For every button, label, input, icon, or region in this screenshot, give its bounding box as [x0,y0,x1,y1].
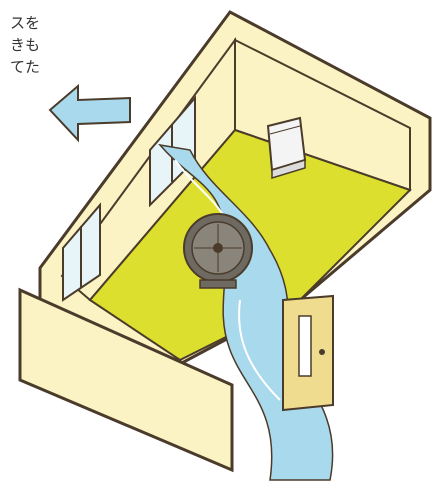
door-icon [283,296,333,410]
caption-line: スを [4,12,40,34]
air-purifier-icon [268,118,305,178]
airflow-arrow-icon [50,86,130,140]
caption-line: きも [4,34,40,56]
caption-text: スを きも てた [4,12,40,78]
caption-line: てた [4,56,40,78]
